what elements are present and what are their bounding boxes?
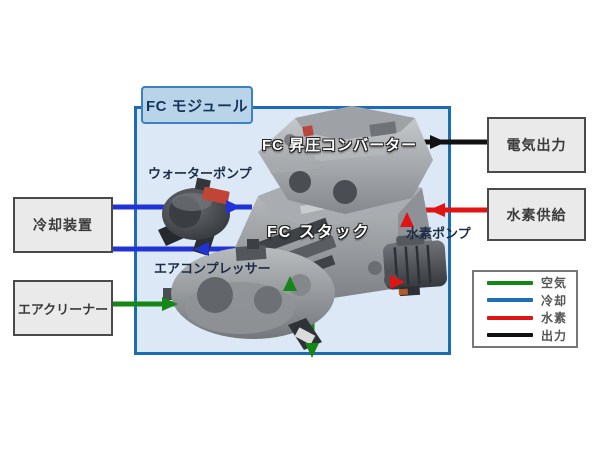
hydrogen-pump-label: 水素ポンプ: [406, 226, 471, 241]
legend-row-output: 出力: [474, 327, 576, 344]
fc-boost-converter-image: [258, 106, 433, 214]
legend-cooling-label: 冷却: [541, 293, 568, 308]
hydrogen-supply-arrow: [429, 203, 445, 217]
legend-row-air: 空気: [474, 274, 576, 291]
water-pump-label: ウォーターポンプ: [148, 166, 252, 181]
legend-row-cooling: 冷却: [474, 292, 576, 309]
cooling-device-box: 冷却装置: [13, 197, 113, 253]
air-exhaust-arrow: [305, 343, 319, 358]
water-pump-image: [158, 177, 230, 256]
air-line-swatch: [487, 280, 533, 285]
cooling-supply-arrow: [226, 200, 241, 214]
legend-hydrogen-label: 水素: [541, 311, 568, 326]
fc-module-label: FC モジュール: [141, 86, 253, 124]
legend-air-label: 空気: [541, 276, 568, 291]
air-compressor-image: [163, 239, 335, 350]
output-line-swatch: [487, 333, 533, 338]
fc-module-label-text: FC モジュール: [145, 97, 249, 115]
cooling-line-swatch: [487, 298, 533, 303]
hydrogen-supply-label: 水素供給: [506, 206, 567, 223]
air-compressor-label: エアコンプレッサー: [154, 261, 271, 276]
electric-output-arrow: [430, 135, 446, 149]
hydrogen-pump-image: [383, 234, 447, 297]
fc-stack-label: FC スタック: [267, 224, 371, 241]
cooling-device-label: 冷却装置: [33, 217, 93, 233]
flow-arrowheads: [162, 135, 446, 358]
fc-boost-converter-label: FC 昇圧コンバーター: [262, 137, 418, 154]
air-supply-arrow: [162, 297, 178, 311]
air-cleaner-label: エアクリーナー: [17, 301, 109, 317]
legend-row-hydrogen: 水素: [474, 309, 576, 326]
hydrogen-return-arrow: [400, 212, 414, 227]
hydrogen-recirculation-arrow: [390, 275, 405, 289]
electric-output-label: 電気出力: [506, 137, 567, 153]
flow-legend: 空気 冷却 水素 出力: [472, 270, 578, 348]
air-intake-arrow: [283, 276, 297, 291]
legend-output-label: 出力: [541, 328, 568, 343]
electric-output-box: 電気出力: [487, 117, 586, 173]
air-cleaner-box: エアクリーナー: [13, 280, 113, 336]
hydrogen-supply-box: 水素供給: [487, 188, 586, 241]
hydrogen-line-swatch: [487, 315, 533, 320]
cooling-return-arrow: [194, 242, 209, 256]
